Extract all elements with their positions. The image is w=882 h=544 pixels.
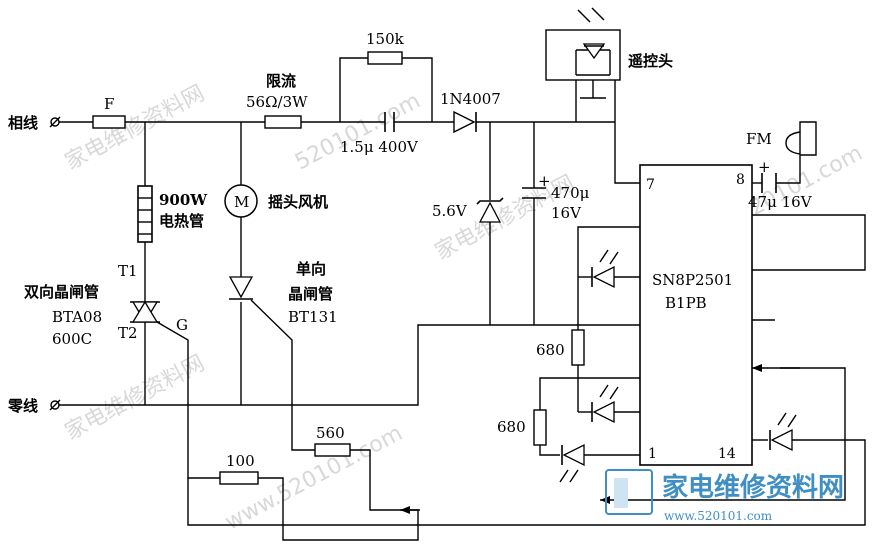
- label-pin-8: 8: [736, 172, 745, 188]
- wiring: [55, 57, 866, 541]
- ic-chip: [639, 164, 753, 466]
- led-2: [591, 384, 619, 424]
- watermark-text-1: 家电维修资料网: [61, 81, 209, 175]
- label-r-150k: 150k: [366, 30, 405, 48]
- led-4: [769, 412, 797, 452]
- label-r-56: 56Ω/3W: [246, 93, 308, 111]
- label-cap-470u-voltage: 16V: [551, 204, 582, 222]
- resistor-560: [314, 443, 351, 457]
- capacitor-1-5u: [384, 112, 395, 132]
- label-plus-470: +: [538, 172, 551, 190]
- zener-diode: [476, 197, 504, 223]
- scr: [228, 276, 254, 300]
- led-3: [559, 443, 585, 483]
- site-logo: 家电维修资料网 www.520101.com: [605, 469, 844, 523]
- label-ic-model: SN8P2501: [652, 271, 733, 289]
- label-cap-47u: 47μ 16V: [748, 193, 813, 211]
- label-cap-470u-value: 470μ: [551, 184, 590, 202]
- label-heater-name: 电热管: [159, 212, 204, 230]
- label-r-680-b: 680: [497, 418, 526, 436]
- label-plus-47: +: [758, 158, 771, 176]
- resistor-680-b: [533, 409, 547, 446]
- capacitor-47u: [761, 173, 777, 193]
- terminals: [49, 116, 61, 411]
- resistor-100: [219, 471, 259, 485]
- label-scr-line1: 单向: [296, 260, 326, 278]
- label-fuse: F: [104, 95, 114, 113]
- label-triac-name: 双向晶闸管: [24, 283, 99, 301]
- label-ic-suffix: B1PB: [665, 294, 707, 312]
- label-live-line: 相线: [8, 114, 38, 132]
- label-pin-14: 14: [718, 446, 736, 462]
- label-r-560: 560: [316, 424, 345, 442]
- logo-text: 家电维修资料网: [662, 472, 844, 503]
- capacitor-470u: [522, 187, 546, 199]
- label-fm: FM: [746, 130, 772, 148]
- label-heater-power: 900W: [159, 191, 208, 209]
- label-triac-model: BTA08: [52, 308, 102, 326]
- led-1: [591, 249, 619, 289]
- triac: [130, 300, 160, 324]
- resistor-150k: [367, 51, 403, 65]
- buzzer-fm: [785, 131, 801, 155]
- logo-url: www.520101.com: [664, 509, 773, 523]
- label-r-100: 100: [226, 452, 255, 470]
- heater-tube: [137, 185, 153, 243]
- label-diode-1n4007: 1N4007: [440, 90, 501, 108]
- label-scr-model: BT131: [288, 308, 338, 326]
- watermark-text-5: 家电维修资料网: [61, 351, 209, 445]
- label-cap-1-5u: 1.5μ 400V: [340, 138, 419, 156]
- resistor-56: [264, 115, 302, 129]
- label-gate: G: [176, 316, 188, 334]
- label-t2: T2: [118, 324, 138, 342]
- resistor-680-a: [571, 329, 585, 366]
- label-fan-motor: 摇头风机: [268, 193, 328, 211]
- diode-1n4007: [453, 110, 477, 134]
- fan-motor: [224, 184, 258, 218]
- label-triac-voltage: 600C: [52, 330, 92, 348]
- label-motor-symbol: M: [234, 193, 249, 211]
- fuse: [92, 115, 126, 129]
- label-pin-1: 1: [648, 446, 657, 462]
- label-r-680-a: 680: [536, 341, 565, 359]
- label-t1: T1: [118, 262, 138, 280]
- label-current-limit: 限流: [266, 72, 296, 90]
- watermark-text-2: 520101.com: [291, 88, 425, 175]
- label-pin-7: 7: [646, 177, 655, 193]
- label-neutral-line: 零线: [7, 397, 38, 415]
- labels: 相线 零线 F 150k 限流 56Ω/3W 1.5μ 400V 1N4007 …: [7, 30, 813, 470]
- label-remote-head: 遥控头: [628, 52, 673, 70]
- label-scr-line2: 晶闸管: [288, 285, 333, 303]
- remote-receiver: [545, 7, 621, 81]
- label-zener: 5.6V: [432, 202, 468, 220]
